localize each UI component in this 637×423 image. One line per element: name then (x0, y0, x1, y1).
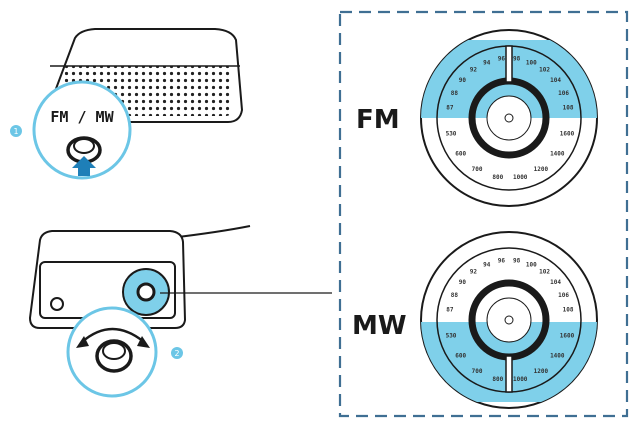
mw-bottom-scale-label: 530 (446, 333, 457, 340)
rotate-arrow-right-icon (137, 336, 150, 348)
fm-bottom-scale-label: 800 (492, 174, 503, 181)
tuning-knob-zoom (66, 306, 158, 398)
mw-top-scale-label: 90 (459, 279, 467, 286)
fm-bottom-scale-label: 1600 (560, 131, 575, 138)
mw-bottom-scale-label: 1000 (513, 376, 528, 383)
step-2-number: 2 (174, 349, 179, 358)
mw-bottom-scale-label: 1200 (534, 368, 549, 375)
fm-top-scale-label: 87 (446, 105, 454, 112)
fm-top-scale-label: 108 (563, 105, 574, 112)
fm-top-scale-label: 98 (513, 56, 521, 63)
fm-top-scale-label: 94 (483, 59, 491, 66)
mw-pointer (505, 355, 513, 393)
fm-bottom-scale-label: 700 (472, 166, 483, 173)
fm-bottom-scale-label: 1000 (513, 174, 528, 181)
fm-top-scale-label: 102 (539, 67, 550, 74)
fm-bottom-scale-label: 530 (446, 131, 457, 138)
fm-top-scale-label: 90 (459, 77, 467, 84)
mw-top-scale-label: 102 (539, 269, 550, 276)
mw-bottom-scale-label: 1600 (560, 333, 575, 340)
fm-pointer (505, 45, 513, 83)
mw-top-scale-label: 94 (483, 261, 491, 268)
step-2-badge (171, 347, 183, 359)
mw-bottom-scale-label: 600 (455, 353, 466, 360)
fm-top-scale-label: 96 (498, 56, 506, 63)
mw-top-scale-label: 104 (550, 279, 561, 286)
fm-mw-button-zoom: FM / MW (32, 80, 132, 180)
step-1-badge (10, 125, 22, 137)
mw-top-scale-label: 100 (526, 261, 537, 268)
fm-top-scale-label: 92 (470, 67, 478, 74)
mw-top-scale-label: 88 (451, 292, 459, 299)
fm-band-label: FM (356, 105, 400, 135)
mw-top-scale-label: 98 (513, 258, 521, 265)
mw-top-scale-label: 87 (446, 307, 454, 314)
fm-bottom-scale-label: 1200 (534, 166, 549, 173)
step-1-number: 1 (13, 127, 18, 136)
mw-top-scale-label: 96 (498, 258, 506, 265)
mw-bottom-scale-label: 700 (472, 368, 483, 375)
fm-bottom-scale-label: 600 (455, 151, 466, 158)
mw-band-label: MW (352, 311, 407, 341)
dial-detail-frame (338, 10, 629, 418)
fm-mw-button-label: FM / MW (50, 108, 114, 126)
mw-bottom-scale-label: 800 (492, 376, 503, 383)
fm-top-scale-label: 106 (558, 90, 569, 97)
mw-bottom-scale-label: 1400 (550, 353, 565, 360)
fm-top-scale-label: 104 (550, 77, 561, 84)
mw-top-scale-label: 92 (470, 269, 478, 276)
fm-top-scale-label: 88 (451, 90, 459, 97)
mw-top-scale-label: 106 (558, 292, 569, 299)
rotate-arrow-left-icon (76, 336, 89, 348)
mw-top-scale-label: 108 (563, 307, 574, 314)
fm-top-scale-label: 100 (526, 59, 537, 66)
fm-bottom-scale-label: 1400 (550, 151, 565, 158)
